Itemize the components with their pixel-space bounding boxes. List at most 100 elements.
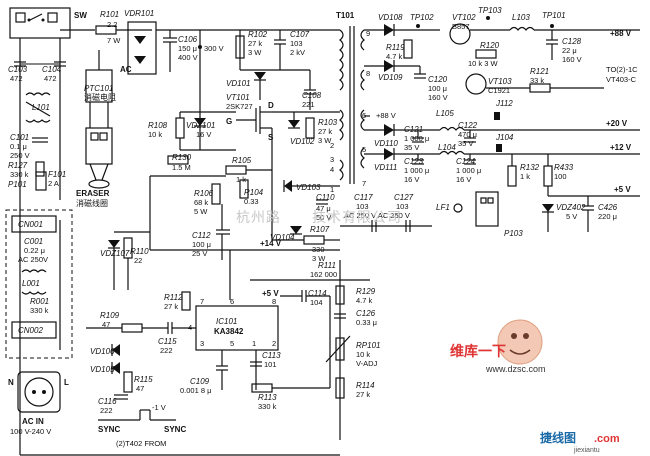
rp101 (335, 337, 345, 361)
label-r115: R115 (134, 375, 153, 384)
label-pin7: 7 (362, 179, 366, 188)
label-r130: R130 (172, 153, 192, 162)
label-to: TO(2)-1C (606, 65, 638, 74)
label-lf1: LF1 (436, 203, 450, 212)
label-c112: C112 (192, 231, 211, 240)
label-c104: C104 (42, 65, 62, 74)
label-d: D (268, 101, 274, 110)
label-r110-v: 22 (134, 256, 142, 265)
led-lf1 (453, 203, 463, 213)
label-l103: L103 (512, 13, 530, 22)
label-r132: R132 (520, 163, 540, 172)
label-j104: J104 (495, 133, 514, 142)
label-r130-v: 1.5 M (172, 163, 191, 172)
label-c126-v: 0.33 μ (356, 318, 377, 327)
label-c127: C127 (394, 193, 414, 202)
label-c001-v2: AC 250V (18, 255, 48, 264)
label-c122-v2: 35 V (458, 139, 473, 148)
label-f101: F101 (48, 170, 66, 179)
label-c103: C103 (8, 65, 28, 74)
label-r106-v2: 5 W (194, 207, 208, 216)
label-v88b: +88 V (376, 111, 396, 120)
label-r110: R110 (130, 247, 149, 256)
label-r103: R103 (318, 118, 338, 127)
label-tp101: TP101 (542, 11, 566, 20)
label-p101: P101 (8, 180, 27, 189)
label-c108-v: 221 (302, 100, 315, 109)
label-c117-ac: AC 250 V AC 250 V (344, 211, 410, 220)
label-l105: L105 (436, 109, 454, 118)
label-v5b: +5 V (262, 289, 279, 298)
label-300v: 300 V (204, 44, 224, 53)
label-c110-v1: 47 μ (316, 204, 331, 213)
label-c123-v1: 1 000 μ (404, 166, 429, 175)
label-c117: C117 (354, 193, 373, 202)
label-r102-v1: 27 k (248, 39, 262, 48)
label-r102-v2: 3 W (248, 48, 262, 57)
label-rp101-v1: 10 k (356, 350, 370, 359)
label-eraser: ERASER (76, 189, 110, 198)
label-c108: C108 (302, 91, 322, 100)
label-c115: C115 (158, 337, 177, 346)
bridge-rectifier (127, 21, 157, 75)
label-s: S (268, 133, 274, 142)
label-r114: R114 (356, 381, 375, 390)
label-c124-v1: 1 000 μ (456, 166, 481, 175)
label-r115-v: 47 (136, 384, 144, 393)
logo-com-text: .com (594, 433, 620, 445)
label-l: L (64, 378, 69, 387)
label-pin3: 3 (330, 155, 334, 164)
label-r104: R104 (244, 188, 264, 197)
label-neg1v: -1 V (152, 403, 166, 412)
label-c123: C123 (404, 157, 424, 166)
label-c106-v2: 400 V (178, 53, 198, 62)
label-vt102-v: B857 (452, 22, 470, 31)
label-l001: L001 (22, 279, 40, 288)
label-c120-v1: 100 μ (428, 84, 447, 93)
label-c101-v2: 250 V (10, 151, 30, 160)
label-acin: AC IN (22, 417, 44, 426)
label-vdz107: VDZ107 (100, 249, 130, 258)
label-vt103-v: C1921 (488, 86, 510, 95)
label-c113-v: 101 (264, 360, 277, 369)
label-c112-v1: 100 μ (192, 240, 211, 249)
label-r108: R108 (148, 121, 168, 130)
label-r127: R127 (8, 161, 28, 170)
transistor-vt103 (465, 73, 487, 95)
label-c121-v1: 1 000 μ (404, 134, 429, 143)
label-c112-v2: 25 V (192, 249, 207, 258)
label-from: (2)T402 FROM (116, 439, 166, 448)
label-g: G (226, 117, 232, 126)
label-c426-v: 220 μ (598, 212, 617, 221)
label-c120-v2: 160 V (428, 93, 448, 102)
label-vt101: VT101 (226, 93, 250, 102)
label-r111-v: 162 000 (310, 270, 337, 279)
label-ptc101: PTC101 (84, 84, 113, 93)
label-vt101-v: 2SK727 (226, 102, 253, 111)
label-vd103: VD103 (296, 183, 321, 192)
label-vdz101-v: 16 V (196, 130, 211, 139)
label-r102: R102 (248, 30, 268, 39)
label-c107-v1: 103 (290, 39, 303, 48)
label-v14: +14 V (260, 239, 282, 248)
label-vd104: VD104 (270, 233, 295, 242)
label-pin8: 8 (366, 69, 370, 78)
ac-plug-icon (17, 371, 61, 413)
label-r132-v: 1 k (520, 172, 530, 181)
label-ic-p5: 5 (230, 339, 234, 348)
label-c106: C106 (178, 35, 198, 44)
label-c123-v2: 16 V (404, 175, 419, 184)
label-r105: R105 (232, 156, 252, 165)
label-vd102: VD102 (290, 137, 315, 146)
label-ic101: IC101 (216, 317, 237, 326)
label-c103-v: 472 (10, 74, 23, 83)
label-r112: R112 (164, 293, 183, 302)
label-l101: L101 (32, 103, 50, 112)
label-r127-v: 330 k (10, 170, 29, 179)
label-rp101: RP101 (356, 341, 380, 350)
transistor-vt102 (449, 23, 471, 45)
label-c109: C109 (190, 377, 210, 386)
watermark-right: 技术有限公司 (312, 210, 402, 226)
label-tp102: TP102 (410, 13, 434, 22)
label-vd109: VD109 (378, 73, 403, 82)
